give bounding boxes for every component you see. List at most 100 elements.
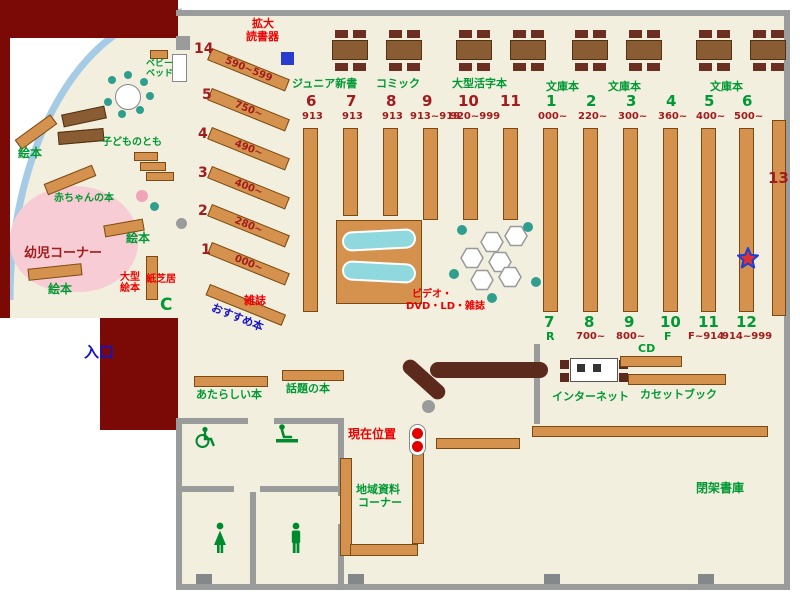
round-table xyxy=(115,84,141,110)
label-video-line1: ビデオ・ xyxy=(412,289,452,300)
bookshelf-500-6 xyxy=(739,128,754,312)
man-icon xyxy=(291,522,301,553)
toilet-wall-f xyxy=(260,486,344,492)
bookshelf-220-2 xyxy=(583,128,598,312)
wall-nub-2 xyxy=(348,574,364,584)
reading-table xyxy=(386,30,422,72)
bookshelf-400-5 xyxy=(701,128,716,312)
internet-chair xyxy=(560,360,569,369)
chair-dot-7 xyxy=(104,98,112,106)
wall-left-lower xyxy=(176,424,182,590)
wall-entrance-block xyxy=(100,318,178,430)
bookshelf-913-9 xyxy=(423,128,438,220)
reading-table xyxy=(456,30,492,72)
wheelchair-icon xyxy=(195,426,215,448)
magnifier-device-square xyxy=(281,52,294,65)
shelf-num: 8 xyxy=(386,92,397,110)
chair-dot-3 xyxy=(140,78,148,86)
kids-steps-3 xyxy=(146,172,174,181)
bookshelf-13 xyxy=(772,120,786,316)
toilet-wall-c xyxy=(338,418,344,496)
shelf-number-13: 13 xyxy=(768,169,789,187)
column-top-left xyxy=(176,36,190,50)
label-local-materials-line2: コーナー xyxy=(358,496,402,509)
long-wall-shelf xyxy=(532,426,768,437)
label-cassette-book: カセットブック xyxy=(640,388,717,401)
shelf-range: 913 xyxy=(302,111,323,122)
label-kodomo-no-tomo: 子どものとも xyxy=(102,137,162,148)
wall-top xyxy=(176,10,790,16)
shelf-range: 914~999 xyxy=(722,331,773,342)
label-closed-stacks: 閉架書庫 xyxy=(696,481,745,495)
toilet-wall-b xyxy=(274,418,344,424)
cassette-book-shelf xyxy=(628,374,726,385)
local-corner-shelf-right xyxy=(412,452,424,544)
label-infant-corner: 幼児コーナー xyxy=(24,246,103,261)
internet-monitor xyxy=(593,364,601,372)
bookshelf-11 xyxy=(503,128,518,220)
shelf-num: 10 xyxy=(660,313,681,331)
shelf-number-3: 3 xyxy=(198,165,208,181)
shelf-num: 7 xyxy=(346,92,357,110)
label-new-books: あたらしい本 xyxy=(196,388,262,401)
label-picture-books-3: 絵本 xyxy=(48,282,73,296)
chair-dot-4 xyxy=(146,92,154,100)
cd-shelf xyxy=(620,356,682,367)
label-magazines: 雑誌 xyxy=(244,294,266,307)
bookshelf-920-10 xyxy=(463,128,478,220)
shelf-number-1: 1 xyxy=(201,242,211,258)
teal-seat-dot-a xyxy=(150,202,159,211)
bookshelf-300-3 xyxy=(623,128,638,312)
bookshelf-000-1 xyxy=(543,128,558,312)
label-large-picture-books-line2: 絵本 xyxy=(120,283,140,294)
baby-bed xyxy=(172,54,187,82)
shelf-number-2: 2 xyxy=(198,203,208,219)
shelf-range: 220~ xyxy=(578,111,608,122)
woman-icon xyxy=(214,522,226,553)
shelf-range: 300~ xyxy=(618,111,648,122)
internet-chair xyxy=(560,373,569,382)
shelf-num: 6 xyxy=(306,92,317,110)
shelf-range: 400~ xyxy=(696,111,726,122)
label-current-position: 現在位置 xyxy=(348,427,397,441)
shelf-range: 800~ xyxy=(616,331,646,342)
toilet-wall-e xyxy=(176,486,234,492)
shelf-number-14: 14 xyxy=(194,41,214,57)
toilet-wall-g xyxy=(250,492,256,590)
shelf-range: 913~919 xyxy=(410,111,461,122)
shelf-num: 6 xyxy=(742,92,753,110)
label-large-print: 大型活字本 xyxy=(452,77,507,90)
internet-chair xyxy=(619,373,628,382)
shelf-range: 913 xyxy=(342,111,363,122)
label-comic: コミック xyxy=(376,77,420,90)
shelf-num: 11 xyxy=(698,313,719,331)
shelf-range: 000~ xyxy=(538,111,568,122)
wall-nub-1 xyxy=(196,574,212,584)
shelf-number-4: 4 xyxy=(198,126,208,142)
baby-bed-shelf xyxy=(150,50,168,59)
current-position-dot-bottom xyxy=(412,441,423,452)
outside-cutout-bottom-left xyxy=(100,430,178,600)
shelf-num: 5 xyxy=(704,92,715,110)
reading-table xyxy=(510,30,546,72)
chair-dot-5 xyxy=(136,106,144,114)
label-bunko-1: 文庫本 xyxy=(546,80,579,93)
wall-left-strip xyxy=(0,38,10,318)
chair-dot-1 xyxy=(108,76,116,84)
label-local-materials-line1: 地域資料 xyxy=(356,483,400,496)
label-internet: インターネット xyxy=(552,390,629,403)
label-magnifier-line2: 読書器 xyxy=(246,30,279,43)
label-large-picture-books-line1: 大型 xyxy=(120,272,140,283)
label-picture-books-2: 絵本 xyxy=(126,231,151,245)
shelf-num: 8 xyxy=(584,313,595,331)
toilet-wall-d xyxy=(338,524,344,590)
shelf-range: 913 xyxy=(382,111,403,122)
local-corner-shelf-bottom xyxy=(350,544,418,556)
shelf-range: 920~999 xyxy=(450,111,501,122)
shelf-num: 1 xyxy=(546,92,557,110)
chair-dot-6 xyxy=(118,110,126,118)
shelf-num: 9 xyxy=(624,313,635,331)
label-entrance: 入口 xyxy=(84,343,115,361)
label-picture-books-1: 絵本 xyxy=(18,146,43,160)
